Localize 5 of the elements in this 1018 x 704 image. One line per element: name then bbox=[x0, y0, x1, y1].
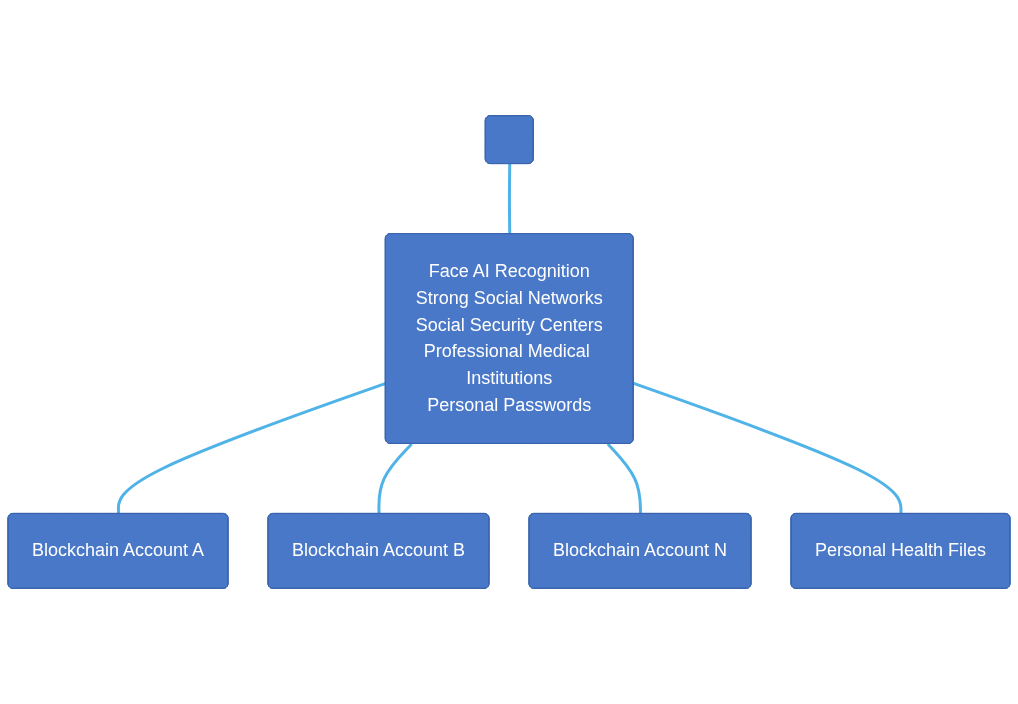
connector bbox=[633, 381, 903, 514]
connector bbox=[606, 442, 642, 514]
connector bbox=[507, 164, 512, 235]
connector bbox=[377, 442, 413, 514]
connector bbox=[116, 381, 387, 514]
